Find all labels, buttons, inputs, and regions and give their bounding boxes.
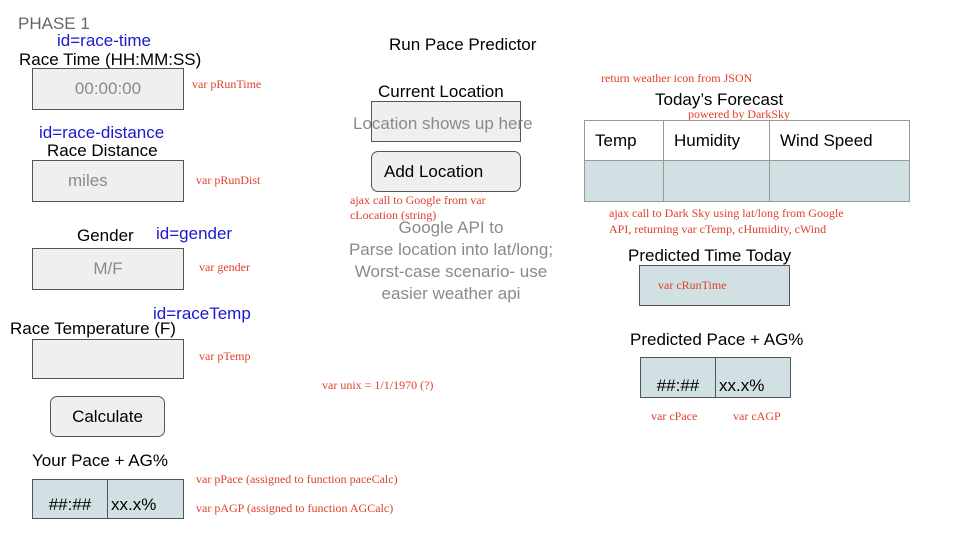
gender-input[interactable]: M/F: [32, 248, 184, 290]
ajax-google-note-1: ajax call to Google from var: [350, 193, 486, 207]
your-pace-output: ##:## xx.x%: [32, 479, 184, 519]
forecast-title: Today’s Forecast: [655, 90, 784, 109]
race-temp-var-note: var pTemp: [199, 349, 251, 363]
race-time-input[interactable]: 00:00:00: [32, 68, 184, 110]
race-temp-id-note: id=raceTemp: [153, 304, 251, 323]
forecast-header-row: Temp Humidity Wind Speed: [584, 120, 910, 161]
pace-var-note: var pPace (assigned to function paceCalc…: [196, 472, 398, 486]
location-label: Current Location: [378, 82, 504, 101]
predicted-time-var-note: var cRunTime: [658, 278, 727, 292]
page-title: Run Pace Predictor: [389, 35, 537, 54]
cpace-var-note: var cPace: [651, 409, 698, 423]
race-distance-var-note: var pRunDist: [196, 173, 261, 187]
location-output: Location shows up here: [353, 101, 533, 142]
ajax-google-note-2: cLocation (string): [350, 208, 437, 222]
predicted-agp-value: xx.x%: [719, 375, 765, 395]
forecast-temp-cell: [584, 160, 664, 202]
powered-by-note: powered by DarkSky: [688, 107, 790, 121]
predicted-pace-value: ##:##: [641, 358, 716, 397]
forecast-col-wind: Wind Speed: [769, 120, 910, 161]
race-time-label: Race Time (HH:MM:SS): [19, 50, 202, 69]
forecast-humidity-cell: [663, 160, 770, 202]
predicted-time-output: var cRunTime: [639, 265, 790, 306]
predicted-pace-label: Predicted Pace + AG%: [630, 330, 804, 349]
google-note-line-3: Worst-case scenario- use: [354, 262, 548, 281]
cagp-var-note: var cAGP: [733, 409, 781, 423]
unix-var-note: var unix = 1/1/1970 (?): [322, 378, 434, 392]
location-placeholder: Location shows up here: [353, 114, 533, 133]
race-distance-input[interactable]: miles: [32, 160, 184, 202]
google-note-line-4: easier weather api: [381, 284, 521, 303]
race-distance-id-note: id=race-distance: [39, 123, 165, 142]
race-distance-label: Race Distance: [47, 141, 158, 160]
add-location-button[interactable]: Add Location: [371, 151, 521, 192]
forecast-wind-cell: [769, 160, 910, 202]
your-pace-label: Your Pace + AG%: [32, 451, 168, 470]
google-note-line-1: Google API to: [398, 218, 504, 237]
forecast-table: Temp Humidity Wind Speed: [584, 120, 910, 202]
forecast-col-temp: Temp: [584, 120, 664, 161]
race-temp-input[interactable]: [32, 339, 184, 379]
your-pace-value: ##:##: [33, 480, 108, 518]
predicted-pace-output: ##:## xx.x%: [640, 357, 791, 398]
race-temp-label: Race Temperature (F): [10, 319, 176, 338]
darksky-note-2: API, returning var cTemp, cHumidity, cWi…: [609, 222, 827, 236]
gender-var-note: var gender: [199, 260, 250, 274]
predicted-time-label: Predicted Time Today: [628, 246, 792, 265]
weather-icon-note: return weather icon from JSON: [601, 71, 753, 85]
race-time-var-note: var pRunTime: [192, 77, 262, 91]
google-api-note: Google API to Parse location into lat/lo…: [320, 217, 582, 305]
your-agp-value: xx.x%: [111, 495, 157, 514]
forecast-col-humidity: Humidity: [663, 120, 770, 161]
darksky-note-1: ajax call to Dark Sky using lat/long fro…: [609, 206, 844, 220]
calculate-button[interactable]: Calculate: [50, 396, 165, 437]
forecast-value-row: [584, 160, 910, 202]
phase-label: PHASE 1: [18, 14, 90, 33]
race-time-id-note: id=race-time: [57, 31, 152, 50]
agp-var-note: var pAGP (assigned to function AGCalc): [196, 501, 394, 515]
gender-label: Gender: [77, 226, 134, 245]
gender-id-note: id=gender: [156, 224, 233, 243]
google-note-line-2: Parse location into lat/long;: [348, 240, 554, 259]
